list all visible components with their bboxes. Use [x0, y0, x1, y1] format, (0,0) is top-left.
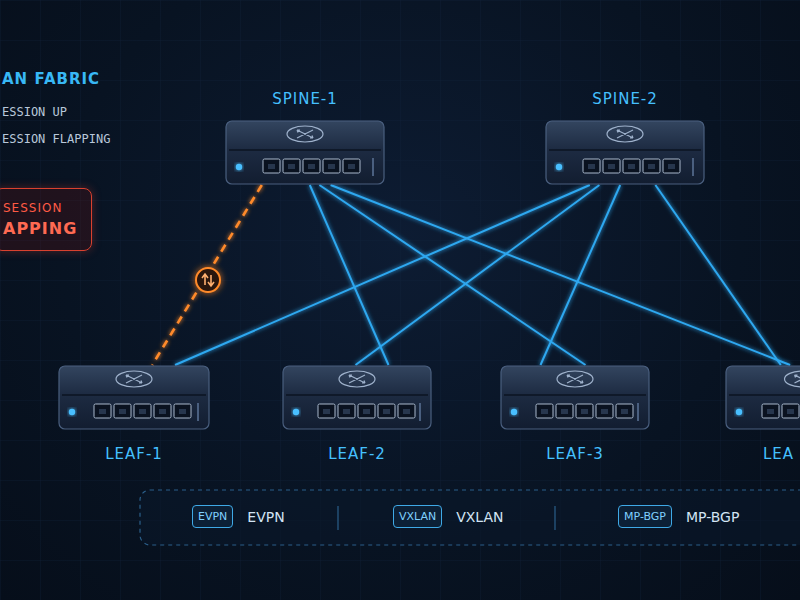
protocol-badge: EVPN EVPN — [192, 505, 285, 528]
divider — [337, 506, 338, 530]
switch-device: LEAF-3 — [500, 365, 650, 430]
fabric-link — [541, 185, 621, 365]
fabric-title: AN FABRIC — [2, 70, 100, 88]
legend-text: ESSION FLAPPING — [2, 132, 110, 146]
badge-tag: MP-BGP — [618, 505, 672, 528]
protocol-badge: MP-BGP MP-BGP — [618, 505, 739, 528]
badge-label: VXLAN — [456, 509, 503, 525]
switch-device: SPINE-2 — [545, 120, 705, 185]
badge-tag: EVPN — [192, 505, 233, 528]
protocol-bar — [140, 490, 800, 545]
fabric-link — [356, 185, 600, 365]
device-label: LEAF-3 — [546, 445, 604, 463]
switch-device: LEAF-2 — [282, 365, 432, 430]
flap-icon — [196, 268, 220, 292]
divider — [554, 506, 555, 530]
switch-shape — [725, 365, 800, 430]
badge-tag: VXLAN — [393, 505, 442, 528]
switch-device: LEAF-1 — [58, 365, 210, 430]
fabric-link — [319, 185, 585, 365]
switch-device: LEA — [725, 365, 800, 430]
switch-shape — [225, 120, 385, 185]
switch-shape — [545, 120, 705, 185]
fabric-link — [655, 185, 780, 365]
device-label: LEAF-1 — [105, 445, 163, 463]
fabric-link — [331, 185, 790, 365]
switch-device: SPINE-1 — [225, 120, 385, 185]
switch-shape — [282, 365, 432, 430]
device-label: SPINE-1 — [272, 90, 338, 108]
alert-box: SESSION APPING — [0, 188, 92, 251]
device-label: SPINE-2 — [592, 90, 658, 108]
badge-label: EVPN — [247, 509, 284, 525]
switch-shape — [500, 365, 650, 430]
alert-status: APPING — [3, 219, 77, 238]
alert-caption: SESSION — [3, 201, 77, 215]
flapping-link — [152, 185, 262, 365]
protocol-badge: VXLAN VXLAN — [393, 505, 504, 528]
badge-label: MP-BGP — [686, 509, 739, 525]
fabric-link — [175, 185, 590, 365]
switch-shape — [58, 365, 210, 430]
device-label: LEA — [763, 445, 794, 463]
device-label: LEAF-2 — [328, 445, 386, 463]
fabric-link — [310, 185, 389, 365]
legend-text: ESSION UP — [2, 105, 67, 119]
